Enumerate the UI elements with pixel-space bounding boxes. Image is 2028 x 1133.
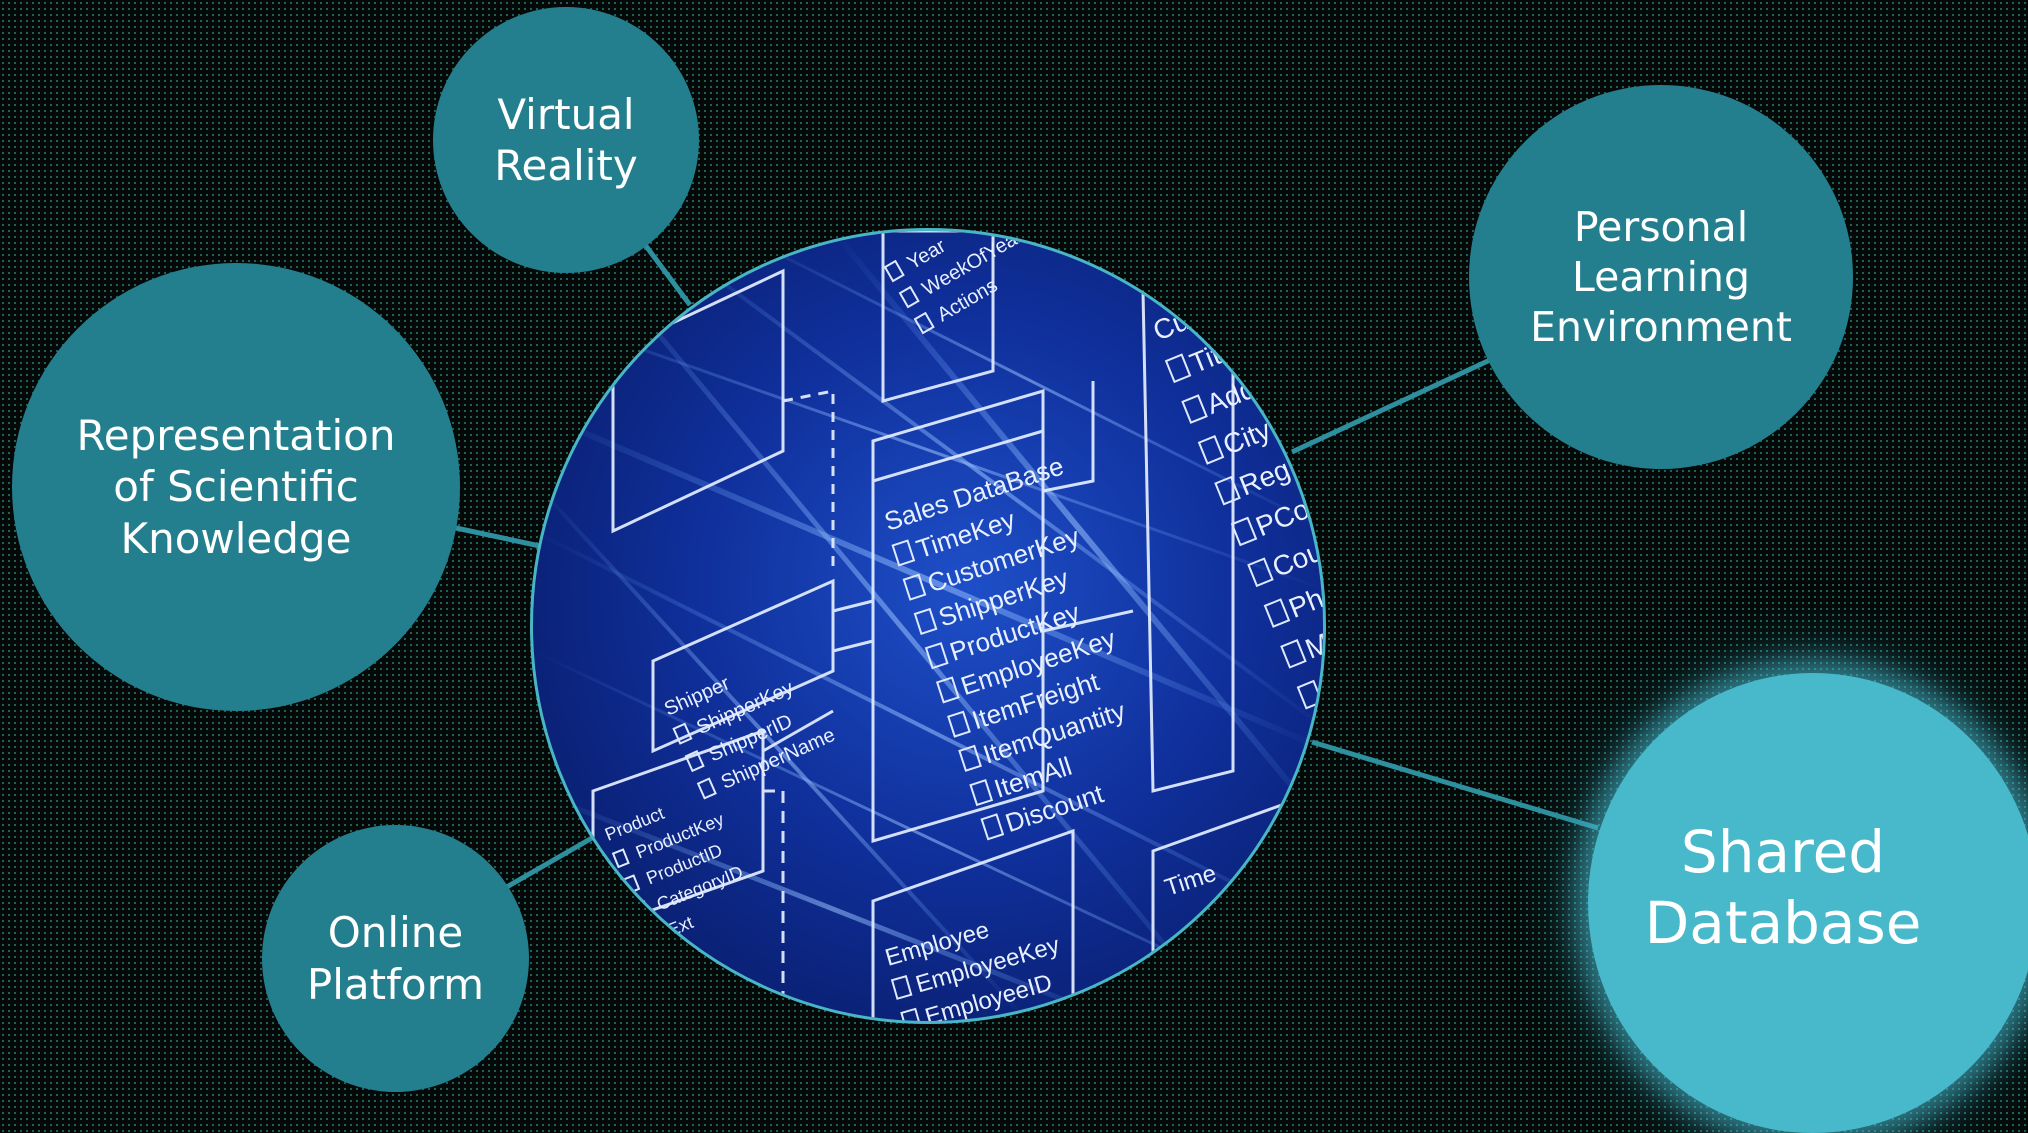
schema-field: Title bbox=[1186, 331, 1246, 379]
schema-field-checkbox bbox=[913, 311, 935, 335]
node-online-platform: Online Platform bbox=[262, 825, 529, 1092]
schema-field-checkbox bbox=[696, 777, 717, 800]
node-label-line: Shared bbox=[1680, 818, 1886, 887]
schema-frames bbox=[591, 231, 1295, 1021]
light-streak bbox=[533, 479, 1031, 1021]
node-virtual-reality: Virtual Reality bbox=[433, 7, 699, 273]
schema-field-checkbox bbox=[1280, 639, 1307, 669]
light-streak bbox=[533, 649, 1320, 1021]
schema-field: City bbox=[1218, 414, 1274, 461]
connector-virtual-reality bbox=[640, 240, 693, 307]
schema-table: Sales DataBaseTimeKeyCustomerKeyShipperK… bbox=[881, 451, 1129, 841]
node-shared-database: Shared Database bbox=[1588, 673, 2028, 1133]
light-streak bbox=[533, 309, 1323, 591]
schema-field-checkbox bbox=[611, 848, 630, 869]
schema-field-checkbox bbox=[890, 975, 913, 1000]
node-personal-learning-environment: Personal Learning Environment bbox=[1469, 85, 1853, 469]
schema-field: Ext bbox=[664, 912, 696, 940]
node-label-line: Learning bbox=[1571, 252, 1750, 301]
node-label-line: Knowledge bbox=[120, 513, 352, 563]
connector-representation bbox=[455, 525, 541, 549]
node-label-line: of Scientific bbox=[113, 462, 359, 512]
node-label-line: Platform bbox=[306, 959, 485, 1009]
schema-field-checkbox bbox=[980, 813, 1005, 841]
schema-field: Fax bbox=[1317, 659, 1326, 705]
schema-field-checkbox bbox=[913, 607, 938, 635]
node-label-line: Environment bbox=[1530, 303, 1792, 351]
schema-field-checkbox bbox=[900, 1007, 922, 1021]
node-label-line: Database bbox=[1644, 889, 1922, 957]
node-representation-of-scientific-knowledge: Representation of Scientific Knowledge bbox=[12, 263, 460, 711]
node-label-line: Personal bbox=[1573, 202, 1749, 251]
schema-field-checkbox bbox=[1247, 557, 1274, 588]
light-streak bbox=[830, 231, 1323, 829]
schema-table: Time bbox=[1162, 860, 1220, 902]
light-streak bbox=[533, 408, 1323, 752]
schema-field-checkbox bbox=[684, 749, 705, 773]
connector-online-platform bbox=[503, 835, 594, 891]
schema-field-checkbox bbox=[969, 779, 994, 807]
schema-field-checkbox bbox=[1313, 720, 1323, 751]
schema-field-checkbox bbox=[935, 676, 960, 704]
schema-field-checkbox bbox=[898, 285, 920, 309]
schema-field-checkbox bbox=[947, 710, 971, 738]
node-label-line: Reality bbox=[494, 141, 638, 190]
schema-field-checkbox bbox=[958, 744, 982, 772]
light-streak bbox=[732, 231, 1323, 530]
light-streak bbox=[651, 231, 1323, 730]
node-label-line: Representation bbox=[76, 411, 396, 461]
schema-field-checkbox bbox=[1230, 516, 1258, 547]
schema-field-checkbox bbox=[1214, 475, 1241, 506]
node-label-line: Online bbox=[327, 908, 464, 958]
schema-field-checkbox bbox=[924, 642, 949, 670]
schema-field-checkbox bbox=[1296, 679, 1323, 710]
schema-table: CustomerTitleAddressCityRegionPCodeCount… bbox=[1149, 272, 1326, 751]
schema-field-checkbox bbox=[1263, 598, 1291, 628]
connector-shared-database bbox=[1311, 739, 1599, 831]
schema-field-checkbox bbox=[1181, 394, 1208, 424]
schema-field-checkbox bbox=[891, 539, 916, 567]
schema-field-checkbox bbox=[902, 573, 927, 601]
schema-table-name: Customer bbox=[1149, 272, 1273, 346]
node-label-line: Virtual bbox=[497, 89, 635, 139]
schema-table-name: Time bbox=[1162, 860, 1220, 902]
light-streak bbox=[533, 788, 1125, 1021]
connector-personal-learning bbox=[1290, 357, 1492, 455]
schema-field-checkbox bbox=[632, 900, 651, 921]
schema-field-checkbox bbox=[1197, 435, 1225, 465]
schema-field-checkbox bbox=[883, 259, 905, 283]
schema-field-labels: Sales DataBaseTimeKeyCustomerKeyShipperK… bbox=[602, 231, 1326, 1021]
light-streaks bbox=[533, 231, 1323, 1021]
schema-field-checkbox bbox=[622, 874, 641, 895]
schema-field-checkbox bbox=[672, 722, 693, 745]
schema-field-checkbox bbox=[643, 926, 662, 947]
schema-field-checkbox bbox=[1164, 353, 1192, 384]
light-streak bbox=[533, 529, 1323, 931]
database-schema-illustration: Sales DataBaseTimeKeyCustomerKeyShipperK… bbox=[533, 231, 1326, 1021]
